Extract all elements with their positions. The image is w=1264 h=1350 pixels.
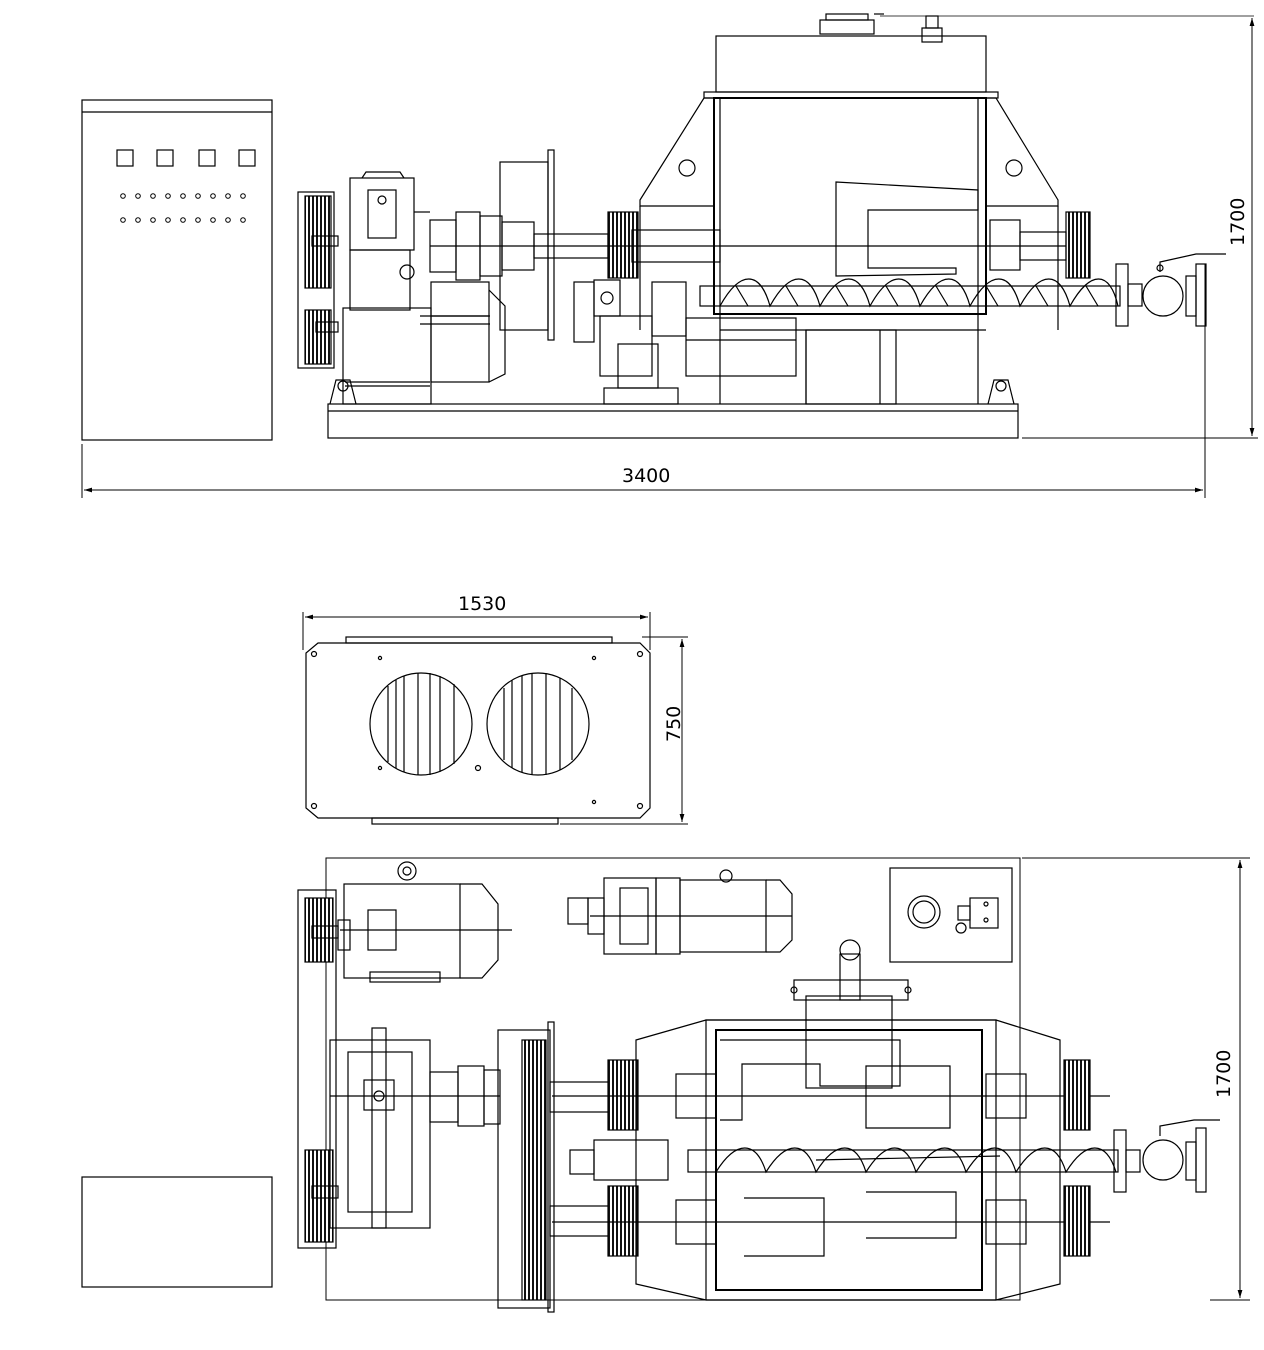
discharge-valve-front bbox=[1115, 253, 1226, 327]
vent-nozzle-front bbox=[880, 15, 1254, 43]
belt-guard-top bbox=[297, 889, 339, 1249]
dimension-height-front bbox=[1022, 18, 1258, 439]
dimension-width-top bbox=[1022, 857, 1250, 1301]
screw-motor-front bbox=[573, 279, 797, 405]
shaft-opening-right bbox=[486, 672, 590, 776]
mixing-tank-front bbox=[639, 35, 1059, 405]
screw-motor-top bbox=[567, 869, 793, 955]
label-plate-height: 750 bbox=[663, 706, 685, 742]
agitator-shaft-lower bbox=[549, 1185, 1110, 1257]
discharge-valve-top bbox=[1113, 1119, 1220, 1193]
screw-conveyor-front bbox=[699, 278, 1121, 308]
end-plate-view bbox=[302, 612, 688, 825]
hatch-assembly-top bbox=[790, 939, 912, 1089]
shaft-coupling-front bbox=[429, 211, 535, 281]
label-plate-width: 1530 bbox=[458, 593, 506, 615]
gearbox-front bbox=[349, 171, 430, 311]
screw-conveyor-top bbox=[569, 1139, 1119, 1181]
belt-pulley-front bbox=[297, 191, 339, 369]
bearing-right-front bbox=[989, 211, 1091, 279]
control-cabinet bbox=[81, 99, 273, 441]
manhole-cover-front bbox=[819, 13, 884, 35]
agitator-shaft-upper bbox=[549, 1059, 1110, 1131]
drive-shaft-front bbox=[533, 211, 1086, 279]
main-motor-top bbox=[337, 861, 512, 983]
control-cabinet-top bbox=[81, 1176, 273, 1288]
shaft-opening-left bbox=[369, 672, 473, 776]
chain-guard-top bbox=[497, 1021, 555, 1313]
label-width-top: 1700 bbox=[1213, 1050, 1235, 1098]
label-height-front: 1700 bbox=[1227, 198, 1249, 246]
main-motor-front bbox=[342, 281, 506, 405]
indicator-lights bbox=[120, 193, 246, 223]
dimension-plate-height bbox=[560, 636, 688, 825]
top-view bbox=[81, 857, 1250, 1313]
dimension-plate-width bbox=[302, 612, 651, 650]
gearbox-top bbox=[329, 1027, 431, 1229]
label-overall-length: 3400 bbox=[622, 465, 670, 487]
mixing-tank-top bbox=[635, 1019, 1061, 1301]
front-view bbox=[81, 13, 1258, 498]
dimension-overall-length bbox=[81, 264, 1206, 498]
shaft-coupling-top bbox=[429, 1065, 501, 1127]
pneumatic-panel-top bbox=[889, 867, 1013, 963]
